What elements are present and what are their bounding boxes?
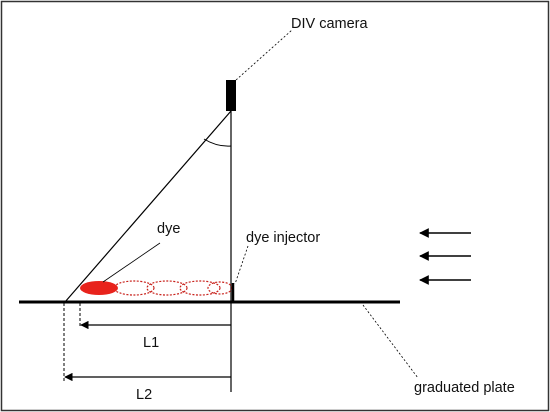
camera-label: DIV camera xyxy=(291,16,368,32)
dye-blob xyxy=(80,281,118,295)
l2-label: L2 xyxy=(136,387,152,403)
l1-label: L1 xyxy=(143,335,159,351)
camera-body xyxy=(226,80,236,111)
view-angle-arc xyxy=(203,138,232,147)
plate-leader-line xyxy=(362,304,419,379)
dye-trace-1 xyxy=(113,280,155,296)
dye-trace-2 xyxy=(146,280,188,296)
view-line-left xyxy=(64,110,232,303)
dye-trace-3 xyxy=(179,280,221,296)
dye-leader-line xyxy=(102,242,161,283)
camera-leader-line xyxy=(235,29,293,81)
injector-label: dye injector xyxy=(246,230,320,246)
injector-leader-line xyxy=(234,245,249,285)
dye-label: dye xyxy=(157,221,180,237)
plate-label: graduated plate xyxy=(414,380,515,396)
